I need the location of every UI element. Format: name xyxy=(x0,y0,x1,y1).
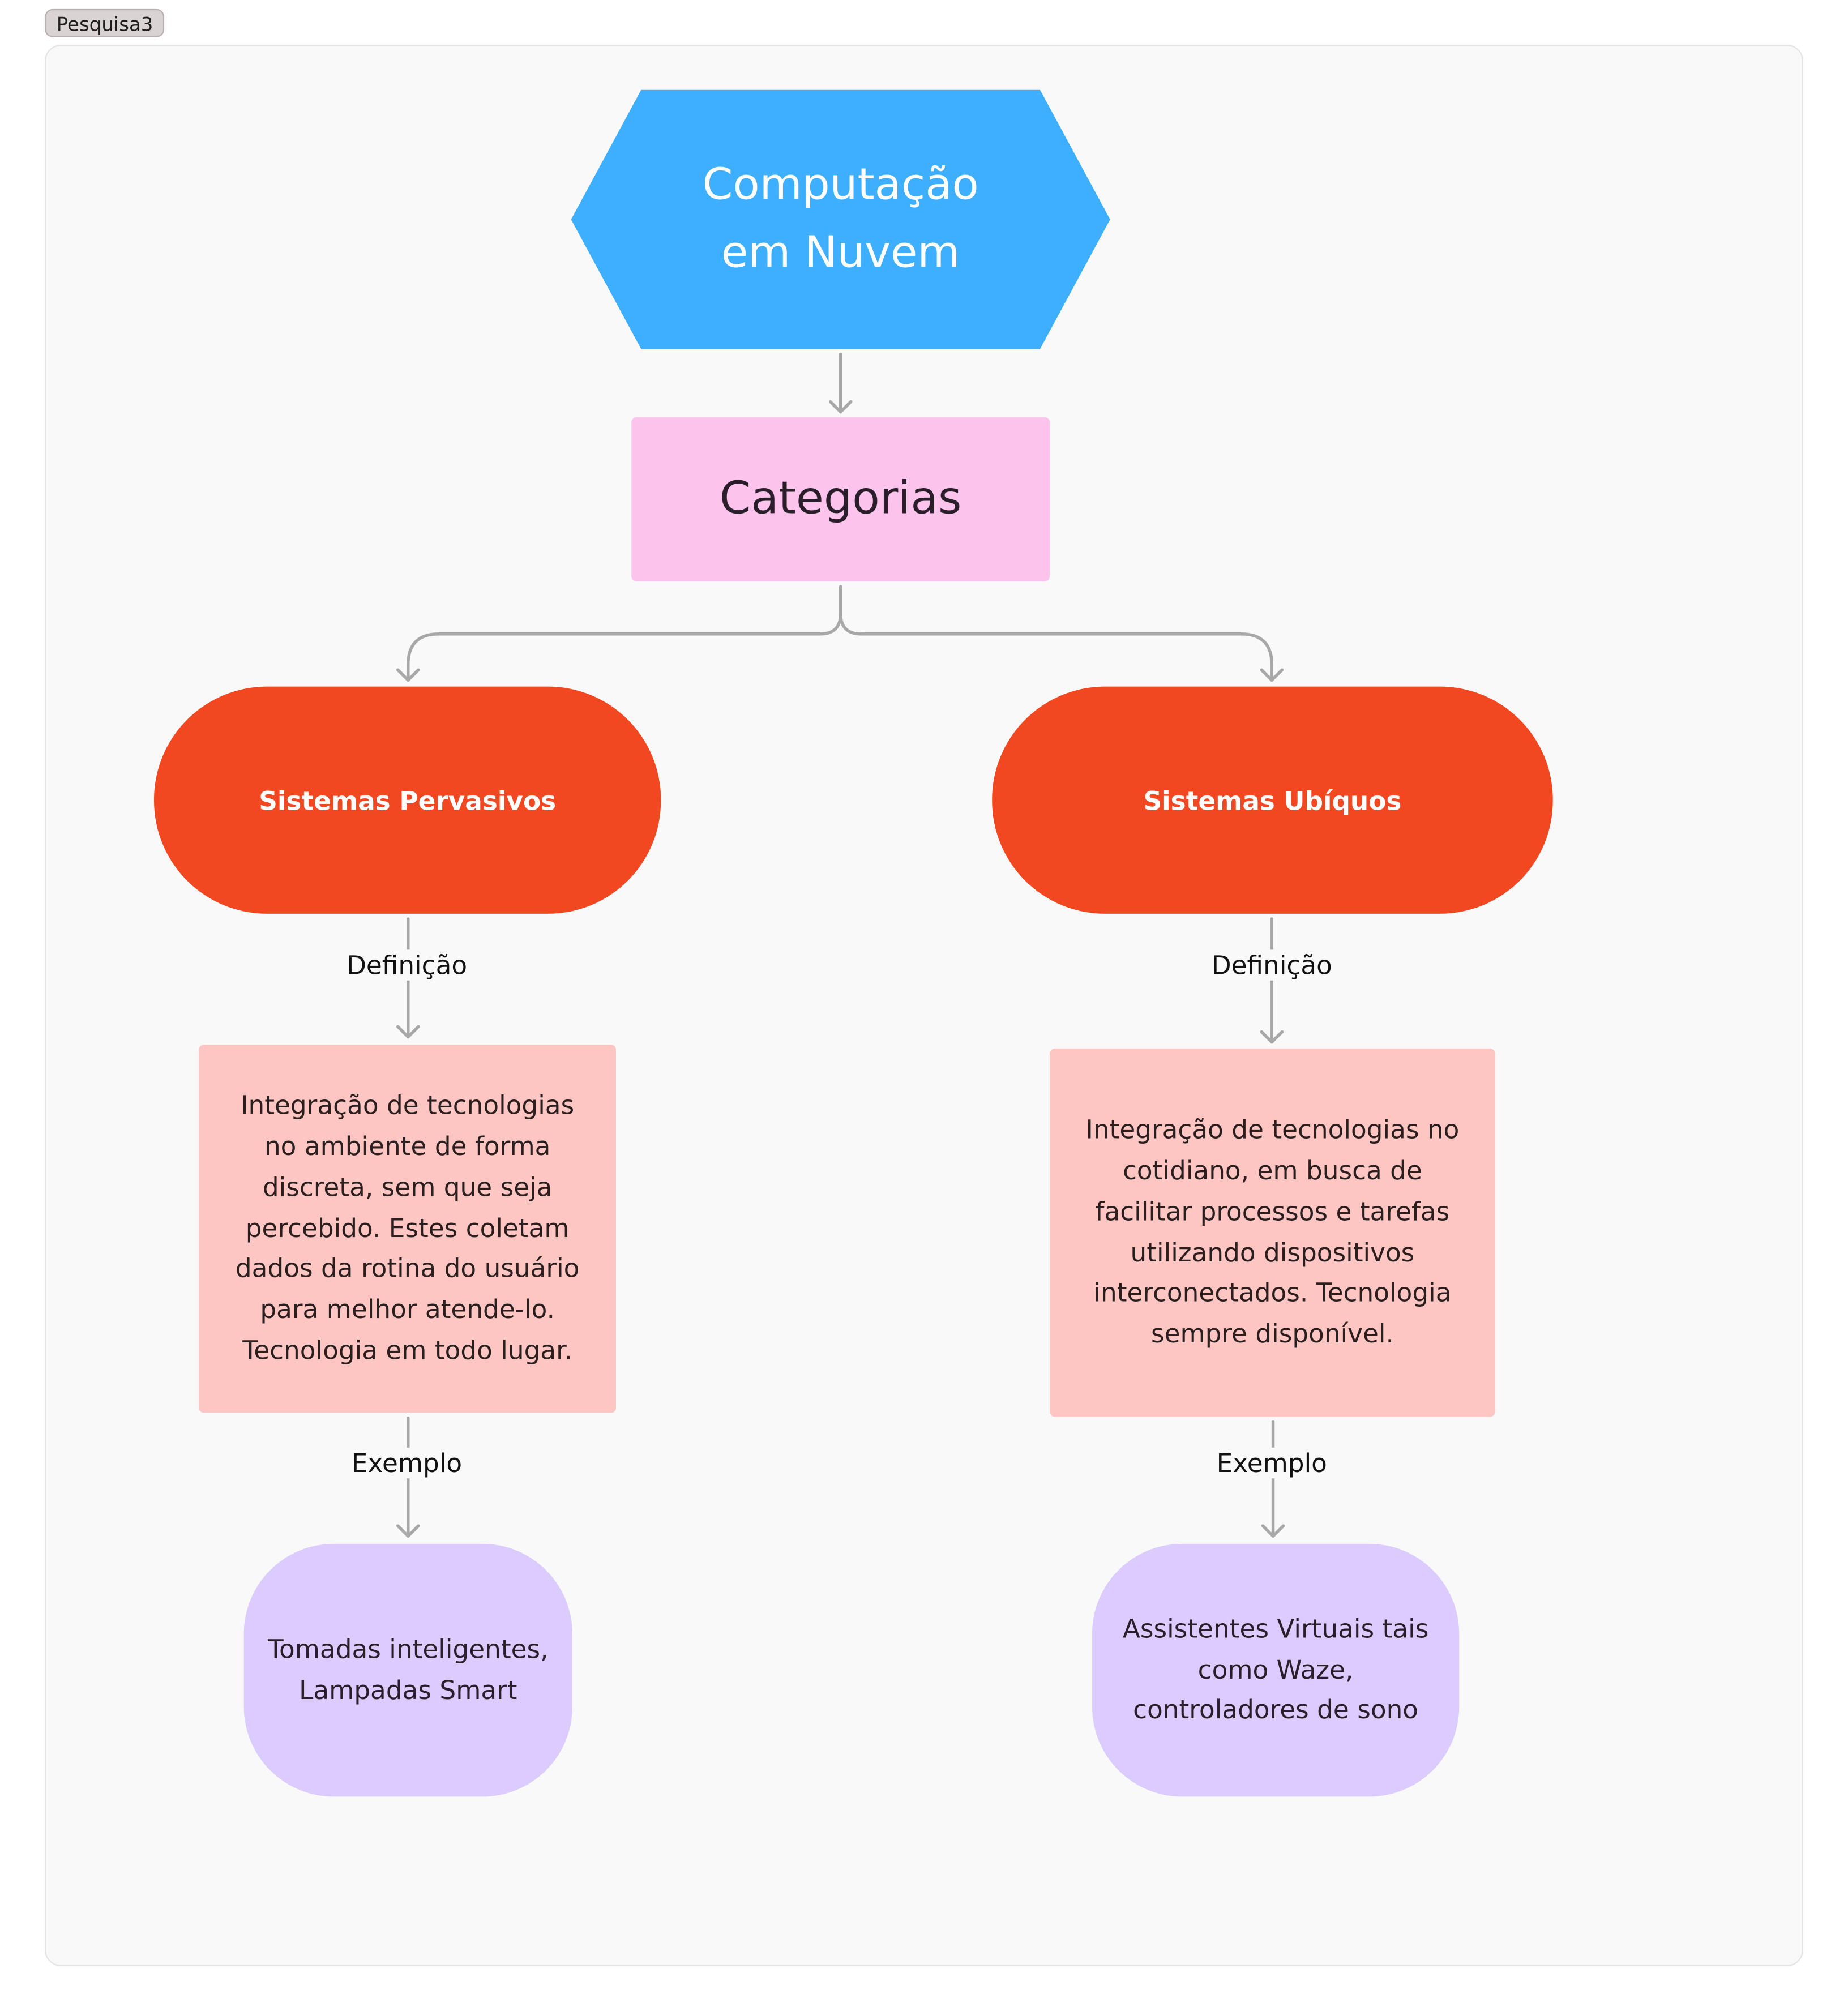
connector-label-example-left: Exemplo xyxy=(346,1447,468,1479)
node-cloud-computing[interactable]: Computação em Nuvem xyxy=(571,89,1110,349)
arrowhead-ubiquitous xyxy=(1260,668,1284,682)
node-ubiquitous-definition[interactable]: Integração de tecnologias no cotidiano, … xyxy=(1050,1048,1495,1417)
node-cloud-computing-text: Computação em Nuvem xyxy=(702,159,979,279)
node-pervasive-example[interactable]: Tomadas inteligentes, Lampadas Smart xyxy=(243,1543,572,1797)
node-ubiquitous-example[interactable]: Assistentes Virtuais tais como Waze, con… xyxy=(1092,1543,1460,1797)
node-pervasive-systems[interactable]: Sistemas Pervasivos xyxy=(154,686,661,914)
connector-label-example-right: Exemplo xyxy=(1211,1447,1332,1479)
node-pervasive-definition[interactable]: Integração de tecnologias no ambiente de… xyxy=(199,1045,617,1413)
connector-categories-pervasive[interactable] xyxy=(407,585,842,682)
node-pervasive-systems-text: Sistemas Pervasivos xyxy=(259,785,557,816)
node-pervasive-definition-text: Integração de tecnologias no ambiente de… xyxy=(235,1089,580,1366)
arrowhead-pervasive xyxy=(396,668,420,682)
node-ubiquitous-systems[interactable]: Sistemas Ubíquos xyxy=(992,686,1553,914)
node-categories-text: Categorias xyxy=(719,473,962,525)
arrowhead-pervasive-example xyxy=(396,1524,420,1538)
arrowhead-ubiquitous-example xyxy=(1261,1524,1285,1538)
arrowhead-pervasive-definition xyxy=(396,1025,420,1039)
arrowhead-ubiquitous-definition xyxy=(1260,1030,1284,1044)
connector-categories-ubiquitous[interactable] xyxy=(839,611,1274,682)
node-pervasive-example-text: Tomadas inteligentes, Lampadas Smart xyxy=(268,1633,549,1705)
arrowhead-categories xyxy=(828,400,853,414)
board-tag[interactable]: Pesquisa3 xyxy=(45,8,165,37)
node-ubiquitous-example-text: Assistentes Virtuais tais como Waze, con… xyxy=(1122,1612,1429,1726)
node-ubiquitous-systems-text: Sistemas Ubíquos xyxy=(1143,785,1402,816)
connector-label-definition-left: Definição xyxy=(341,949,473,981)
node-ubiquitous-definition-text: Integração de tecnologias no cotidiano, … xyxy=(1085,1114,1460,1349)
connector-label-definition-right: Definição xyxy=(1206,949,1337,981)
node-categories[interactable]: Categorias xyxy=(631,417,1050,581)
